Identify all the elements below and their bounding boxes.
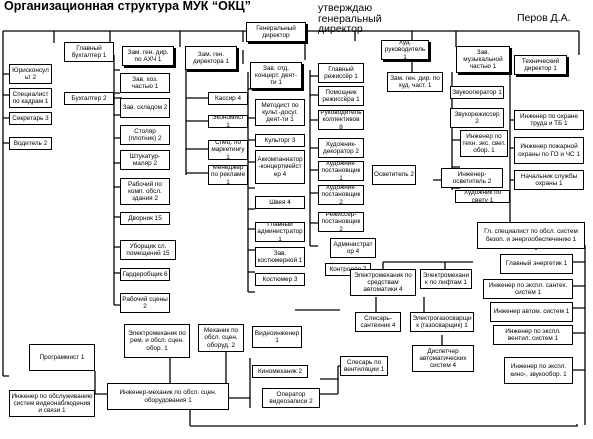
box-economist: Экономист 1: [208, 115, 248, 128]
box-chief-power-engineer: Главный энергетик 1: [500, 254, 573, 274]
box-video-engineer: Видеоинженер 1: [252, 326, 302, 348]
box-lift-electromechanic: Электромеханик по лифтам 1: [420, 269, 472, 289]
box-chief-accountant: Главный бухгалтер 1: [64, 42, 114, 62]
box-accompanist: Аккомпаниатор-концертмейстер 4: [255, 150, 305, 184]
box-stage-mech-engineer: Инженер-механик по обсл. сцен. оборудова…: [107, 383, 229, 410]
box-labor-safety-engineer: Инженер по охране труда и ТБ 1: [514, 110, 584, 130]
box-production-artist-1: Художник-постановщик 1: [318, 161, 364, 181]
box-group-leaders: Руководитель коллективов 8: [318, 110, 364, 130]
box-assistant-director: Помощник режиссёра 1: [318, 86, 364, 106]
box-art-director: Худ. руководитель 1: [381, 40, 429, 60]
box-driver: Водитель 2: [9, 137, 52, 150]
box-administrator: Администратор 4: [330, 238, 376, 258]
page-title: Организационная структура МУК “ОКЦ”: [4, 0, 251, 13]
box-plasterer: Штукатур-маляр 2: [120, 150, 170, 170]
box-ventilation-engineer: Инженер по экспл. вентил. систем 1: [493, 325, 573, 345]
box-legal-counsel: Юрисконсульт 2: [9, 64, 52, 84]
box-stage-mechanic: Механик по обсл. сцен. оборуд. 2: [198, 324, 244, 352]
box-light-equip-engineer: Инженер по техн. экс. свет. обор. 1: [460, 130, 508, 157]
box-music-head: Зав. музыкальной частью 1: [456, 46, 510, 73]
box-cashier: Кассир 4: [208, 92, 248, 105]
box-video-operator: Оператор видеозаписи 2: [262, 388, 320, 408]
box-general-director: Генеральный директор: [246, 22, 306, 42]
box-cultural-organizer: Культорг 3: [255, 134, 305, 147]
box-seamstress: Швея 4: [255, 196, 305, 209]
box-accountant: Бухгалтер 2: [64, 92, 114, 105]
box-methodist: Методист по культ.-досуг. деят-ти 1: [255, 99, 305, 126]
box-production-artist-2: Художник-постановщик 2: [318, 185, 364, 205]
box-welder: Электрогазосварщик (газосварщик) 1: [410, 312, 474, 332]
box-costumer: Костюмер 3: [255, 273, 305, 286]
box-dispatcher: Диспетчер автоматических систем 4: [412, 345, 474, 372]
box-automation-electromechanic: Электромеханик по средствам автоматики 4: [350, 269, 416, 296]
box-sound-engineer: Звукорежиссер 2: [450, 108, 504, 128]
box-stagehand: Рабочий сцены 2: [120, 293, 170, 313]
box-technical-director: Технический директор 1: [514, 55, 567, 75]
box-chief-security-systems: Гл. специалист по обсл. систем безоп. и …: [477, 222, 585, 249]
box-ventilation-mechanic: Слесарь по вентиляции 1: [340, 356, 388, 376]
box-cinema-engineer: Инженер по экспл. кино-, звукообор. 1: [504, 357, 573, 384]
box-household-head: Зав. хоз. частью 1: [120, 73, 170, 93]
box-hr-specialist: Специалист по кадрам 1: [9, 88, 52, 108]
signature-name: Перов Д.А.: [517, 12, 571, 24]
box-chief-stage-director: Главный режиссёр 1: [318, 63, 364, 83]
box-programmer: Программист 1: [29, 344, 95, 371]
box-costume-head: Зав. костюмерной 1: [255, 247, 305, 267]
box-sound-operator: Звукооператор 1: [450, 86, 504, 99]
box-chief-admin: Главный администратор 1: [255, 222, 305, 242]
box-carpenter: Столяр (плотник) 2: [120, 125, 170, 145]
box-building-worker: Рабочий по комп. обсл. здания 2: [120, 178, 170, 205]
box-cleaner: Уборщик сл. помещений 15: [120, 240, 176, 260]
box-lighting-technician: Осветитель 2: [372, 165, 416, 185]
box-ad-manager: Менеджер по рекламе 1: [208, 165, 248, 185]
box-plumbing-engineer: Инженер по экспл. сантех. систем 1: [483, 279, 573, 299]
box-scenic-artist: Художник-декоратор 2: [318, 138, 364, 158]
box-lighting-artist: Художник по свету 1: [455, 190, 510, 203]
box-automation-engineer: Инженер автом. систем 1: [490, 302, 573, 322]
box-deputy-ahch: Зам. ген. дир. по АХЧ 1: [122, 46, 174, 66]
box-stage-electromechanic: Электромеханик по рем. и обсл. сцен. обо…: [124, 324, 190, 358]
box-marketing: Спец. по маркетингу 1: [208, 140, 248, 160]
approval-note: утверждаю генеральный директор: [318, 2, 382, 35]
box-lighting-engineer: Инженер-осветитель 2: [441, 168, 503, 188]
box-fire-engineer: Инженер пожарной охраны по ГО и ЧС 1: [514, 137, 584, 164]
box-cloakroom: Гардеробщик 6: [120, 268, 170, 281]
box-projectionist: Киномеханик 2: [252, 365, 308, 378]
box-secretary: Секретарь 3: [9, 112, 52, 125]
box-deputy-director: Зам. ген. директора 1: [185, 46, 237, 70]
box-plumber: Слесарь-сантехник 4: [355, 312, 401, 332]
box-warehouse-head: Зав. складом 2: [120, 98, 170, 118]
box-deputy-art: Зам. ген. дир. по худ. част. 1: [387, 72, 443, 92]
box-janitor: Дворник 15: [120, 212, 170, 225]
box-concert-head: Зав. отд. концерт. деят-ти 1: [250, 62, 302, 89]
box-stage-director: Режиссер-постановщик 2: [318, 212, 364, 232]
box-security-chief: Начальник службы охраны 1: [514, 170, 584, 190]
box-video-surveillance-engineer: Инженер по обслуживанию систем видеонабл…: [9, 390, 95, 417]
